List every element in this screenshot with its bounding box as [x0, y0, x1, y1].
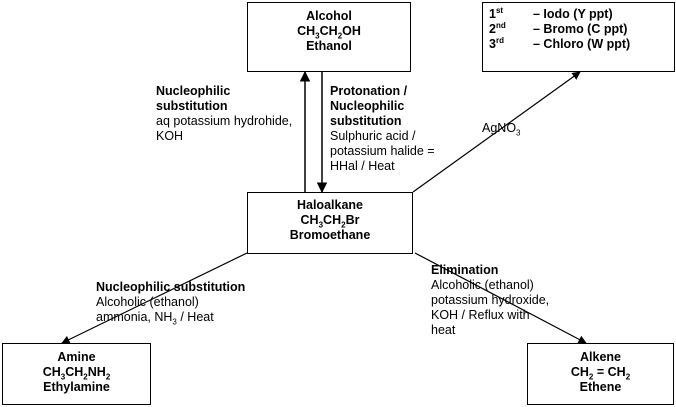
alkene-name: Alkene — [580, 350, 621, 364]
amine-box: Amine CH3CH2NH2 Ethylamine — [2, 343, 151, 405]
arrow-to-silver-test — [412, 71, 581, 193]
alcohol-formula: CH3CH2OH — [297, 24, 361, 41]
alkene-box: Alkene CH2 = CH2 Ethene — [527, 343, 674, 405]
alcohol-common-name: Ethanol — [306, 39, 352, 53]
haloalkane-box: Haloalkane CH3CH2Br Bromoethane — [247, 192, 413, 254]
alcohol-name: Alcohol — [306, 9, 352, 23]
amine-name: Amine — [57, 350, 96, 364]
reaction-label-to-alcohol: Nucleophilic substitution aq potassium h… — [156, 84, 293, 143]
reaction-label-to-amine: Nucleophilic substitution Alcoholic (eth… — [96, 280, 246, 327]
haloalkane-common-name: Bromoethane — [289, 228, 371, 242]
haloalkane-name: Haloalkane — [296, 198, 363, 212]
test-row-bromo: 2nd– Bromo (C ppt) — [489, 20, 628, 36]
test-row-chloro: 3rd– Chloro (W ppt) — [489, 35, 631, 51]
agno3-label: AgNO3 — [482, 121, 521, 138]
test-row-iodo: 1st– Iodo (Y ppt) — [489, 5, 613, 21]
line-to-alkene — [414, 252, 587, 344]
reaction-label-to-haloalkane: Protonation / Nucleophilic substitution … — [330, 84, 435, 173]
amine-common-name: Ethylamine — [43, 380, 110, 394]
line-to-amine — [61, 252, 248, 344]
alcohol-box: Alcohol CH3CH2OH Ethanol — [247, 2, 411, 72]
haloalkane-formula: CH3CH2Br — [300, 213, 360, 230]
reaction-label-to-alkene: Elimination Alcoholic (ethanol) potassiu… — [431, 263, 550, 337]
amine-formula: CH3CH2NH2 — [42, 365, 111, 382]
silver-nitrate-test-box: 1st– Iodo (Y ppt) 2nd– Bromo (C ppt) 3rd… — [482, 2, 675, 72]
alkene-common-name: Ethene — [579, 380, 622, 394]
alkene-formula: CH2 = CH2 — [570, 365, 631, 382]
